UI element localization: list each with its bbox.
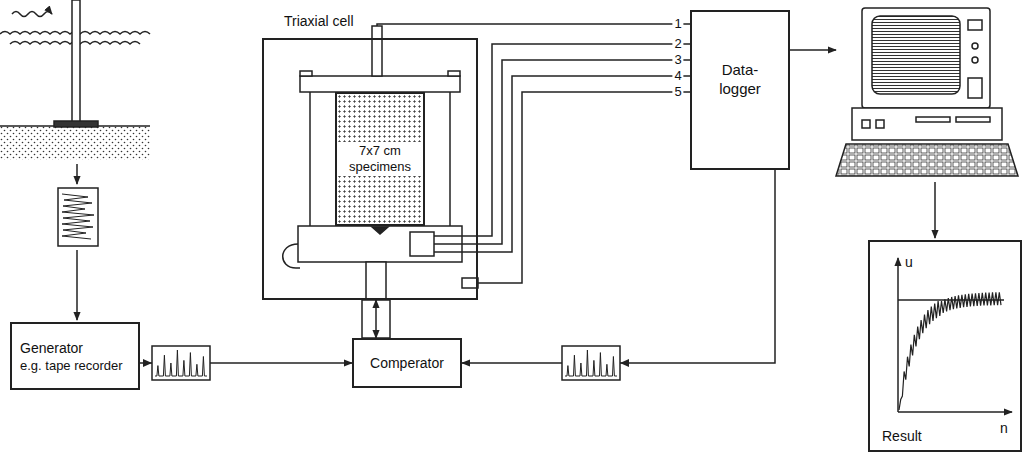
result-graph bbox=[898, 258, 1012, 412]
porous-stone bbox=[372, 227, 388, 234]
data-logger-box: Data-logger bbox=[690, 10, 790, 170]
tie-rod bbox=[449, 92, 451, 226]
disk-drive bbox=[956, 117, 990, 122]
computer bbox=[836, 8, 1018, 176]
drain-hose bbox=[283, 244, 300, 268]
cap-tab bbox=[448, 71, 460, 76]
signal-wire bbox=[478, 92, 690, 283]
cell-connector bbox=[462, 278, 478, 288]
n-axis bbox=[898, 411, 1012, 413]
recorded-signal bbox=[62, 194, 94, 239]
flow-arrow bbox=[76, 250, 78, 320]
signal-wire bbox=[478, 60, 690, 244]
generator-note: e.g. tape recorder bbox=[20, 357, 123, 374]
footing bbox=[54, 121, 98, 127]
transducer bbox=[410, 232, 434, 256]
data-logger-label: Data-logger bbox=[711, 60, 769, 98]
callout-number: 5 bbox=[672, 85, 683, 99]
flow-arrow bbox=[790, 49, 836, 51]
monitor-panel bbox=[968, 20, 982, 30]
signal-wire bbox=[478, 44, 690, 236]
monitor-knob bbox=[972, 43, 978, 49]
flow-arrow bbox=[76, 164, 78, 184]
wave-arrow bbox=[12, 12, 52, 17]
comperator-label: Comperator bbox=[370, 355, 444, 371]
unit-button bbox=[876, 120, 884, 128]
signal-trace bbox=[155, 350, 207, 376]
specimen: 7x7 cm specimens bbox=[335, 92, 425, 226]
seabed bbox=[0, 126, 150, 160]
top-cap bbox=[300, 76, 460, 92]
sensor-wire bbox=[434, 235, 478, 237]
sensor-wire bbox=[434, 251, 478, 253]
cell-heading: Triaxial cell bbox=[284, 13, 354, 29]
axis-label: n bbox=[998, 421, 1010, 435]
pile bbox=[72, 0, 80, 122]
arrow-head bbox=[143, 359, 152, 367]
system-unit bbox=[852, 108, 1002, 140]
screen bbox=[872, 16, 960, 94]
callout-number: 2 bbox=[672, 37, 683, 51]
cell-apparatus bbox=[283, 71, 478, 338]
sensor-wire bbox=[434, 243, 478, 245]
tie-rod bbox=[309, 92, 311, 226]
arrow-head bbox=[620, 359, 629, 367]
triaxial-cell: Triaxial cell7x7 cm specimens bbox=[262, 38, 478, 300]
generator-label: Generator bbox=[20, 339, 83, 357]
monitor bbox=[862, 8, 990, 108]
offshore-structure bbox=[0, 0, 150, 160]
signal-box bbox=[152, 346, 210, 380]
signal-wire bbox=[478, 76, 690, 252]
comperator-box: Comperator bbox=[352, 338, 462, 388]
u-axis bbox=[897, 258, 899, 412]
result-label: Result bbox=[882, 428, 922, 444]
flow-arrow bbox=[375, 300, 377, 338]
pore-pressure-curve bbox=[899, 292, 1001, 410]
monitor-panel bbox=[968, 78, 982, 98]
piston-column bbox=[362, 300, 390, 338]
specimen-label: 7x7 cm specimens bbox=[337, 142, 423, 176]
pedestal bbox=[366, 262, 386, 300]
callout-number: 3 bbox=[672, 53, 683, 67]
piston-rod bbox=[372, 26, 382, 76]
callout-number: 4 bbox=[672, 69, 683, 83]
disk-drive bbox=[916, 117, 950, 122]
cap-tab bbox=[300, 71, 312, 76]
recorder-chart bbox=[58, 188, 98, 246]
flow-arrow bbox=[934, 182, 936, 238]
callout-number: 1 bbox=[672, 17, 683, 31]
flow-arrow bbox=[462, 170, 775, 363]
keyboard bbox=[836, 144, 1018, 176]
signal-trace bbox=[565, 350, 617, 376]
signal-wire bbox=[377, 24, 690, 38]
monitor-knob bbox=[972, 57, 978, 63]
signal-box bbox=[562, 346, 620, 380]
generator-box: Generatore.g. tape recorder bbox=[10, 322, 140, 390]
axis-label: u bbox=[903, 255, 915, 269]
unit-button bbox=[862, 120, 870, 128]
